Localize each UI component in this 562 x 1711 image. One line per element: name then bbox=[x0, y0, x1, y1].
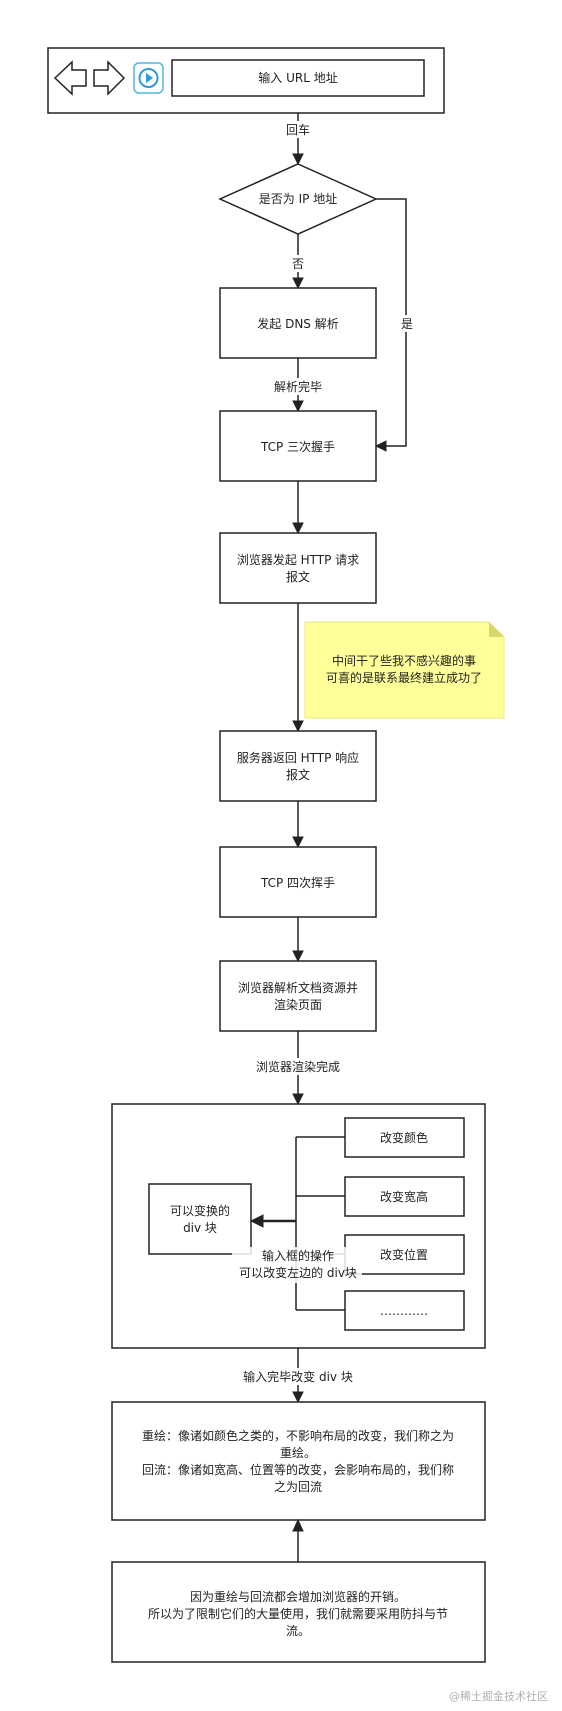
edge-label-dns-done: 解析完毕 bbox=[274, 379, 322, 394]
edge-label-yes: 是 bbox=[401, 317, 413, 331]
op-more bbox=[344, 1290, 465, 1331]
edge-label-enter: 回车 bbox=[286, 122, 310, 137]
edge-label-render-done: 浏览器渲染完成 bbox=[256, 1059, 340, 1074]
refresh-icon bbox=[133, 62, 164, 94]
node-parse-render bbox=[219, 960, 377, 1032]
node-dns-label: 发起 DNS 解析 bbox=[257, 316, 338, 331]
node-http-request-line1: 浏览器发起 HTTP 请求 bbox=[237, 552, 359, 567]
op-color-label: 改变颜色 bbox=[380, 1130, 428, 1145]
arrow-head bbox=[292, 836, 304, 849]
conclusion-box bbox=[111, 1561, 486, 1663]
note-line1: 中间干了些我不感兴趣的事 bbox=[332, 653, 476, 668]
explain-line3: 回流：像诸如宽高、位置等的改变，会影响布局的，我们称 bbox=[142, 1462, 454, 1477]
explain-line1: 重绘：像诸如颜色之类的，不影响布局的改变，我们称之为 bbox=[142, 1428, 454, 1443]
node-http-request-line2: 报文 bbox=[286, 569, 310, 584]
conclusion-line2: 所以为了限制它们的大量使用，我们就需要采用防抖与节 bbox=[148, 1606, 448, 1621]
input-label-line2: 可以改变左边的 div块 bbox=[239, 1265, 357, 1280]
div-block bbox=[148, 1183, 252, 1255]
node-tcp-wave-label: TCP 四次挥手 bbox=[260, 876, 335, 890]
node-tcp-handshake-label: TCP 三次握手 bbox=[260, 439, 335, 454]
conclusion-line1: 因为重绘与回流都会增加浏览器的开销。 bbox=[190, 1589, 406, 1604]
div-block-line1: 可以变换的 bbox=[170, 1203, 230, 1218]
arrow-head bbox=[249, 1214, 264, 1228]
arrow-head bbox=[292, 950, 304, 963]
node-tcp-wave bbox=[219, 846, 377, 918]
node-parse-render-line2: 渲染页面 bbox=[274, 997, 322, 1012]
edge-label-input-done: 输入完毕改变 div 块 bbox=[243, 1369, 353, 1384]
node-http-response bbox=[219, 730, 377, 802]
url-input-label: 输入 URL 地址 bbox=[258, 70, 337, 85]
edge-label-no: 否 bbox=[292, 257, 304, 271]
node-parse-render-line1: 浏览器解析文档资源并 bbox=[238, 980, 358, 995]
back-arrow-icon bbox=[53, 60, 87, 96]
forward-arrow-icon bbox=[93, 60, 126, 96]
op-size bbox=[344, 1176, 465, 1217]
arrow-head bbox=[292, 1391, 304, 1404]
decision-is-ip-label: 是否为 IP 地址 bbox=[259, 192, 337, 206]
input-label-line1: 输入框的操作 bbox=[262, 1248, 334, 1263]
arrow-head bbox=[292, 522, 304, 535]
explain-line2: 重绘。 bbox=[280, 1445, 316, 1460]
op-position-label: 改变位置 bbox=[380, 1247, 428, 1262]
arrow-head bbox=[374, 440, 387, 452]
div-block-line2: div 块 bbox=[183, 1221, 217, 1235]
explain-line4: 之为回流 bbox=[274, 1480, 322, 1494]
node-http-response-line1: 服务器返回 HTTP 响应 bbox=[237, 750, 359, 765]
url-input bbox=[171, 59, 425, 97]
op-position bbox=[344, 1234, 465, 1275]
arrow-head bbox=[292, 400, 304, 413]
arrow-head bbox=[292, 277, 304, 290]
arrow-head bbox=[292, 1093, 304, 1106]
op-more-label: ………… bbox=[380, 1304, 428, 1318]
node-http-response-line2: 报文 bbox=[286, 767, 310, 782]
conclusion-line3: 流。 bbox=[286, 1624, 310, 1638]
arrow-head bbox=[292, 720, 304, 733]
arrow-head bbox=[292, 153, 304, 166]
node-dns bbox=[219, 287, 377, 359]
op-size-label: 改变宽高 bbox=[380, 1189, 428, 1204]
node-http-request bbox=[219, 532, 377, 604]
explain-box bbox=[111, 1401, 486, 1521]
watermark: @稀土掘金技术社区 bbox=[449, 1689, 548, 1703]
sticky-note bbox=[304, 621, 505, 719]
note-line2: 可喜的是联系最终建立成功了 bbox=[326, 670, 482, 685]
arrow-head bbox=[292, 1518, 304, 1532]
